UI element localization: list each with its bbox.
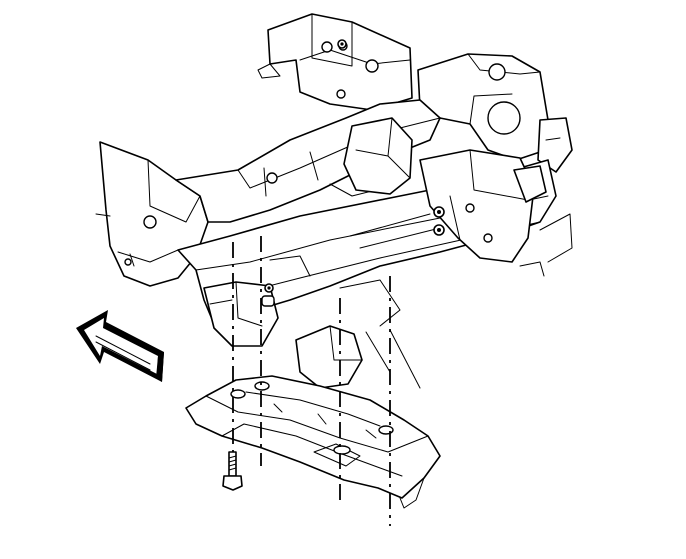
front-crossmember-frame — [95, 99, 573, 389]
bolt-head-upper-4 — [264, 283, 274, 293]
alignment-lines — [232, 236, 391, 526]
bolt-head-upper-3 — [337, 39, 347, 49]
skid-plate — [185, 375, 441, 509]
front-arrow-icon — [76, 310, 164, 382]
bolt-icon — [222, 451, 243, 491]
bolt-head-upper-1 — [433, 206, 445, 218]
upper-frame-bracket — [257, 13, 413, 111]
frame-fasteners — [264, 39, 445, 293]
bolt-head-upper-2 — [433, 224, 445, 236]
